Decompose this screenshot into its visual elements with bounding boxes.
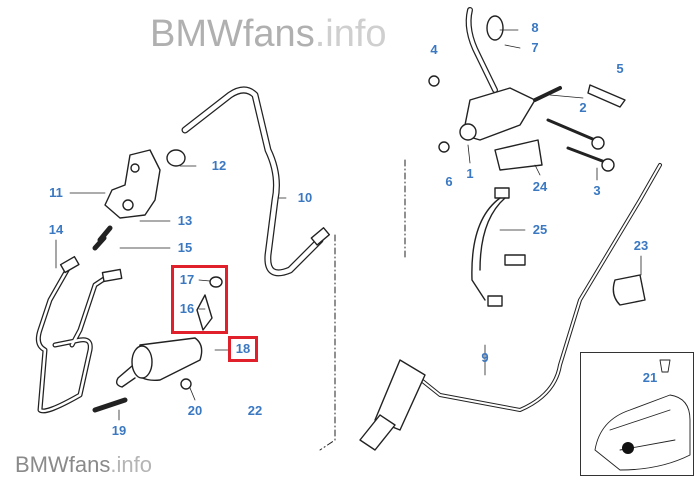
callout-20[interactable]: 20 bbox=[187, 403, 203, 418]
callout-16[interactable]: 16 bbox=[179, 301, 195, 316]
watermark-bottom: BMWfans.info bbox=[15, 452, 152, 477]
callout-21[interactable]: 21 bbox=[642, 370, 658, 385]
pipe-part-9 bbox=[359, 163, 662, 451]
callout-13[interactable]: 13 bbox=[177, 213, 193, 228]
callout-18[interactable]: 18 bbox=[235, 341, 251, 356]
bleeder-parts bbox=[196, 276, 223, 331]
leader-lines bbox=[55, 29, 642, 421]
sensor-parts bbox=[471, 139, 543, 307]
callout-23[interactable]: 23 bbox=[633, 238, 649, 253]
callout-11[interactable]: 11 bbox=[49, 185, 63, 200]
callout-2[interactable]: 2 bbox=[579, 100, 587, 115]
callout-1[interactable]: 1 bbox=[466, 166, 474, 181]
callout-4[interactable]: 4 bbox=[430, 42, 438, 57]
callout-19[interactable]: 19 bbox=[111, 423, 127, 438]
callout-5[interactable]: 5 bbox=[616, 61, 624, 76]
pipe-part-14 bbox=[35, 255, 123, 414]
callout-24[interactable]: 24 bbox=[532, 179, 548, 194]
callout-15[interactable]: 15 bbox=[177, 240, 193, 255]
callout-6[interactable]: 6 bbox=[445, 174, 453, 189]
callout-3[interactable]: 3 bbox=[593, 183, 601, 198]
callout-22[interactable]: 22 bbox=[247, 403, 263, 418]
clip-part-23 bbox=[612, 274, 646, 306]
highlight-box-18 bbox=[228, 336, 258, 362]
watermark-top: BMWfans.info bbox=[150, 13, 387, 55]
callout-9[interactable]: 9 bbox=[481, 350, 489, 365]
callout-7[interactable]: 7 bbox=[531, 40, 539, 55]
callout-10[interactable]: 10 bbox=[297, 190, 313, 205]
hose-part-10 bbox=[181, 86, 331, 277]
car-location-inset bbox=[580, 352, 694, 476]
slave-cylinder-part-18 bbox=[92, 337, 203, 413]
callout-17[interactable]: 17 bbox=[179, 272, 195, 287]
master-cylinder-part-1 bbox=[428, 7, 626, 172]
callout-8[interactable]: 8 bbox=[531, 20, 539, 35]
callout-14[interactable]: 14 bbox=[48, 222, 64, 237]
callout-25[interactable]: 25 bbox=[532, 222, 548, 237]
bracket-part-11 bbox=[92, 149, 186, 251]
callout-12[interactable]: 12 bbox=[211, 158, 227, 173]
highlight-box-16-17 bbox=[171, 265, 228, 334]
car-location-inset-art bbox=[594, 359, 691, 471]
